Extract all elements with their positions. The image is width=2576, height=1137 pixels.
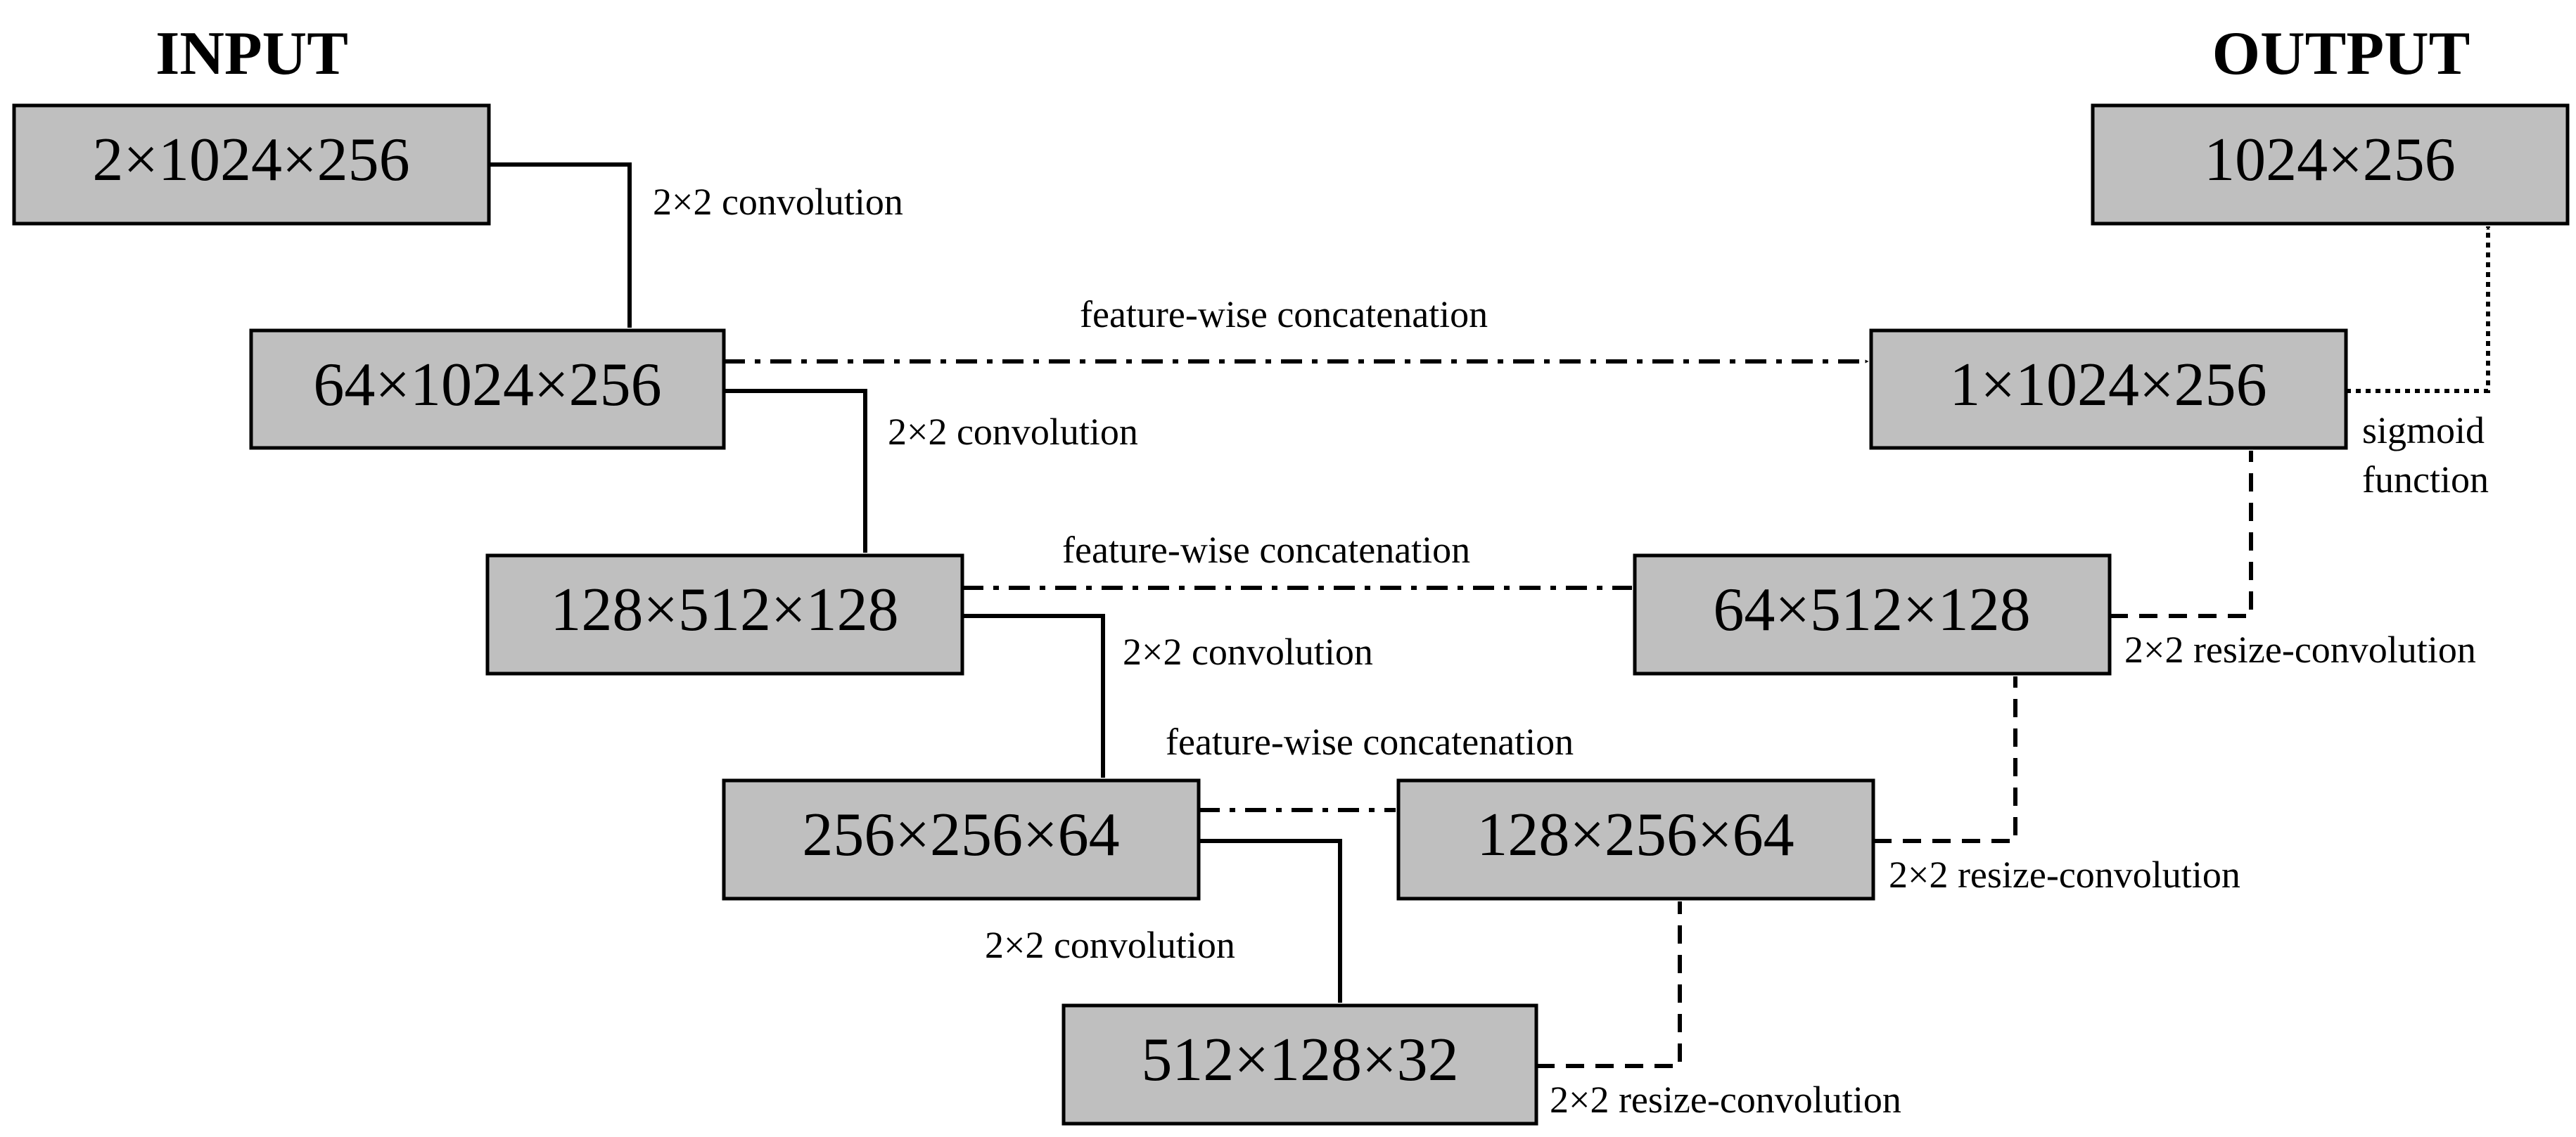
node-enc3: 256×256×64 — [722, 778, 1201, 901]
node-enc2-label: 128×512×128 — [550, 576, 898, 644]
node-output-label: 1024×256 — [2204, 126, 2456, 194]
node-bottleneck-label: 512×128×32 — [1141, 1026, 1458, 1094]
resize-label-3: 2×2 resize-convolution — [2124, 629, 2476, 671]
concat-label-3: feature-wise concatenation — [1166, 721, 1574, 763]
output-heading: OUTPUT — [2212, 20, 2470, 88]
resize-label-2: 2×2 resize-convolution — [1889, 854, 2240, 896]
node-dec1: 1×1024×256 — [1869, 328, 2348, 450]
node-bottleneck: 512×128×32 — [1061, 1003, 1538, 1126]
conv-label-4: 2×2 convolution — [985, 924, 1235, 966]
node-input: 2×1024×256 — [12, 103, 491, 226]
conv-arrow-4 — [1199, 839, 1342, 1003]
resize-arrow-3 — [2110, 450, 2253, 618]
node-dec3: 128×256×64 — [1396, 778, 1875, 901]
node-dec2-label: 64×512×128 — [1713, 576, 2030, 644]
input-heading: INPUT — [155, 20, 348, 88]
node-enc2: 128×512×128 — [485, 553, 964, 676]
node-enc1-label: 64×1024×256 — [313, 351, 661, 419]
concat-label-1: feature-wise concatenation — [1080, 293, 1488, 335]
node-input-label: 2×1024×256 — [92, 126, 409, 194]
node-dec1-label: 1×1024×256 — [1949, 351, 2266, 419]
concat-label-2: feature-wise concatenation — [1062, 529, 1470, 571]
conv-arrow-2 — [724, 389, 867, 553]
conv-label-2: 2×2 convolution — [888, 411, 1138, 453]
sigmoid-arrow — [2346, 226, 2490, 393]
node-dec2: 64×512×128 — [1633, 553, 2112, 676]
sigmoid-label-line1: sigmoid — [2362, 409, 2485, 451]
node-enc3-label: 256×256×64 — [802, 801, 1119, 869]
conv-label-1: 2×2 convolution — [653, 181, 903, 223]
sigmoid-label-line2: function — [2362, 458, 2489, 501]
node-output: 1024×256 — [2091, 103, 2570, 226]
node-dec3-label: 128×256×64 — [1477, 801, 1794, 869]
node-enc1: 64×1024×256 — [249, 328, 726, 450]
resize-arrow-1 — [1536, 901, 1682, 1068]
conv-arrow-1 — [489, 162, 632, 328]
resize-arrow-2 — [1873, 676, 2017, 843]
conv-arrow-3 — [962, 614, 1105, 778]
conv-label-3: 2×2 convolution — [1123, 631, 1373, 673]
resize-label-1: 2×2 resize-convolution — [1550, 1079, 1901, 1121]
